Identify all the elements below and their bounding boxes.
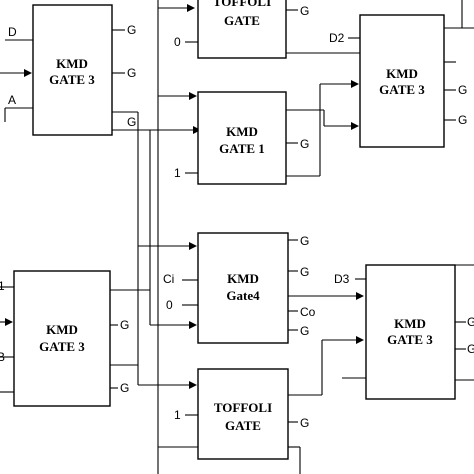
gate-subtitle: GATE 3 xyxy=(387,332,433,347)
gate-title: TOFFOLI xyxy=(214,400,272,415)
label-g1-in-1: 1 xyxy=(174,166,181,180)
label-tl-out-g2: G xyxy=(127,66,136,80)
label-tt-out-g: G xyxy=(300,4,309,18)
gate-toffoli-bottom: TOFFOLI GATE xyxy=(197,368,289,460)
label-g1-out-g: G xyxy=(300,137,309,151)
label-bl-in-b: B xyxy=(0,350,5,364)
label-br-in-d3: D3 xyxy=(334,272,350,286)
gate-title: KMD xyxy=(227,271,259,286)
label-tr-out-g1: G xyxy=(458,83,467,97)
label-tl-in-d: D xyxy=(8,25,17,39)
gate-title: KMD xyxy=(386,66,418,81)
gate-subtitle: GATE 3 xyxy=(379,82,425,97)
gate-kmd-gate4: KMD Gate4 xyxy=(197,232,289,344)
gate-subtitle: GATE xyxy=(224,13,260,28)
gate-title: TOFFOLI xyxy=(213,0,271,9)
label-tl-in-a: A xyxy=(8,93,16,107)
gate-kmd-top-right: KMD GATE 3 xyxy=(359,14,445,148)
gate-subtitle: GATE 3 xyxy=(49,72,95,87)
label-tt-in-0: 0 xyxy=(174,35,181,49)
signal-labels: D A G G G 0 G 1 G D2 G G 1 B G G Ci 0 G … xyxy=(0,4,474,430)
label-br-out-g1: G xyxy=(467,315,474,329)
label-tl-out-g3: G xyxy=(127,115,136,129)
gate-subtitle: GATE xyxy=(225,418,261,433)
gate-kmd-bottom-right: KMD GATE 3 xyxy=(365,264,456,400)
label-bl-out-g1: G xyxy=(120,318,129,332)
label-br-out-g2: G xyxy=(467,342,474,356)
gate-title: KMD xyxy=(56,56,88,71)
label-tl-out-g1: G xyxy=(127,23,136,37)
label-bl-in-1: 1 xyxy=(0,279,5,293)
label-tb-in-1: 1 xyxy=(174,408,181,422)
label-g4-in-0: 0 xyxy=(166,298,173,312)
label-g4-out-g1: G xyxy=(300,234,309,248)
gate-title: KMD xyxy=(226,124,258,139)
gate-toffoli-top: TOFFOLI GATE xyxy=(197,0,287,59)
gate-kmd-bottom-left: KMD GATE 3 xyxy=(13,270,111,407)
gate-title: KMD xyxy=(46,322,78,337)
label-tb-out-g: G xyxy=(300,416,309,430)
label-tr-in-d2: D2 xyxy=(329,31,345,45)
gate-subtitle: GATE 1 xyxy=(219,141,265,156)
gate-kmd-top-left: KMD GATE 3 xyxy=(32,4,113,136)
gate-title: KMD xyxy=(394,316,426,331)
label-g4-out-co: Co xyxy=(300,305,316,319)
label-g4-in-ci: Ci xyxy=(163,272,174,286)
label-g4-out-g2: G xyxy=(300,265,309,279)
gate-kmd-gate1: KMD GATE 1 xyxy=(197,91,287,185)
label-bl-out-g2: G xyxy=(120,381,129,395)
gate-subtitle: GATE 3 xyxy=(39,339,85,354)
label-tr-out-g2: G xyxy=(458,113,467,127)
label-g4-out-g3: G xyxy=(300,324,309,338)
gate-subtitle: Gate4 xyxy=(226,288,260,303)
